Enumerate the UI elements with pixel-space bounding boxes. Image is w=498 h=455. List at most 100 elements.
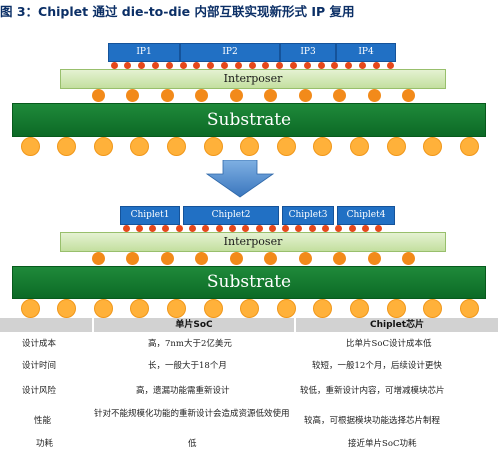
bga-ball [276,137,296,156]
micro-bump [331,62,339,69]
row-label-design-cost: 设计成本 [22,339,57,349]
ip-block-4: IP4 [336,43,396,62]
micro-bump [220,62,228,69]
micro-bump [268,225,276,232]
bga-ball [349,137,369,156]
c4-bump [367,89,381,102]
micro-bump [361,225,369,232]
c4-bump [195,252,208,265]
micro-bump [122,225,130,232]
micro-bump [262,62,270,69]
c4-bump [298,252,312,265]
c4-bump [402,252,415,265]
ip-block-1: IP1 [108,43,180,62]
bga-ball [93,299,113,318]
c4-bump [264,252,277,265]
micro-bump [372,62,380,69]
c4-bump [160,252,174,265]
bga-ball [349,299,369,318]
bga-ball [240,137,260,156]
bga-ball [130,137,150,156]
table-header-soc: 单片SoC [94,318,294,332]
top-c4-bumps [0,89,498,103]
micro-bump [234,62,242,69]
row-label-design-risk: 设计风险 [22,386,57,396]
micro-bump [165,62,173,69]
chiplet-design-risk: 较低，重新设计内容，可增减模块芯片 [300,386,445,396]
micro-bump [308,225,316,232]
c4-bump [264,89,277,102]
comparison-table: 单片SoC Chiplet芯片 设计成本 高，7nm大于2亿美元 比单片SoC设… [0,318,498,455]
c4-bump [229,89,243,102]
c4-bump [229,252,243,265]
top-substrate: Substrate [12,103,486,137]
c4-bump [195,89,208,102]
c4-bump [298,89,312,102]
micro-bump [248,62,256,69]
top-bga-balls [0,137,498,157]
micro-bump [124,62,132,69]
micro-bump [193,62,201,69]
micro-bump [138,62,146,69]
c4-bump [126,252,139,265]
chiplet-design-time: 较短，一般12个月，后续设计更快 [312,361,442,371]
down-arrow-icon [205,160,275,198]
bga-ball [57,137,77,156]
micro-bump [215,225,223,232]
bga-ball [276,299,296,318]
micro-bump [345,62,353,69]
chiplet-block-3: Chiplet3 [282,206,334,225]
bga-ball [203,137,223,156]
top-micro-bumps [0,62,498,70]
micro-bump [317,62,325,69]
micro-bump [175,225,183,232]
micro-bump [162,225,170,232]
bga-ball [459,299,479,318]
row-label-performance: 性能 [34,416,52,426]
bottom-bga-balls [0,299,498,318]
bga-ball [20,137,40,156]
micro-bump [242,225,250,232]
top-interposer: Interposer [60,69,446,89]
bga-ball [93,137,113,156]
bottom-interposer: Interposer [60,232,446,252]
ip-block-2: IP2 [180,43,280,62]
bottom-package-diagram: Chiplet1 Chiplet2 Chiplet3 Chiplet4 Inte… [0,200,498,318]
micro-bump [289,62,297,69]
bga-ball [313,137,333,156]
micro-bump [110,62,118,69]
row-label-power: 功耗 [36,439,54,449]
bottom-c4-bumps [0,252,498,266]
micro-bump [149,225,157,232]
bga-ball [313,299,333,318]
chiplet-power: 接近单片SoC功耗 [348,439,417,449]
bga-ball [423,299,443,318]
c4-bump [91,89,105,102]
chiplet-block-2: Chiplet2 [183,206,279,225]
c4-bump [91,252,105,265]
c4-bump [333,252,346,265]
chiplet-block-4: Chiplet4 [337,206,395,225]
micro-bump [348,225,356,232]
micro-bump [303,62,311,69]
bga-ball [386,299,406,318]
c4-bump [402,89,415,102]
bga-ball [20,299,40,318]
table-header-blank [0,318,92,332]
micro-bump [179,62,187,69]
soc-design-cost: 高，7nm大于2亿美元 [148,339,232,349]
bga-ball [166,299,186,318]
c4-bump [333,89,346,102]
micro-bump [358,62,366,69]
bga-ball [130,299,150,318]
soc-design-time: 长，一般大于18个月 [148,361,227,371]
figure-title: 图 3：Chiplet 通过 die-to-die 内部互联实现新形式 IP 复… [0,4,355,19]
micro-bump [189,225,196,232]
bga-ball [57,299,77,318]
top-package-diagram: IP1 IP2 IP3 IP4 Interposer Substrate [0,0,498,160]
micro-bump [386,62,394,69]
c4-bump [160,89,174,102]
row-label-design-time: 设计时间 [22,361,57,371]
bga-ball [240,299,260,318]
micro-bump [255,225,263,232]
